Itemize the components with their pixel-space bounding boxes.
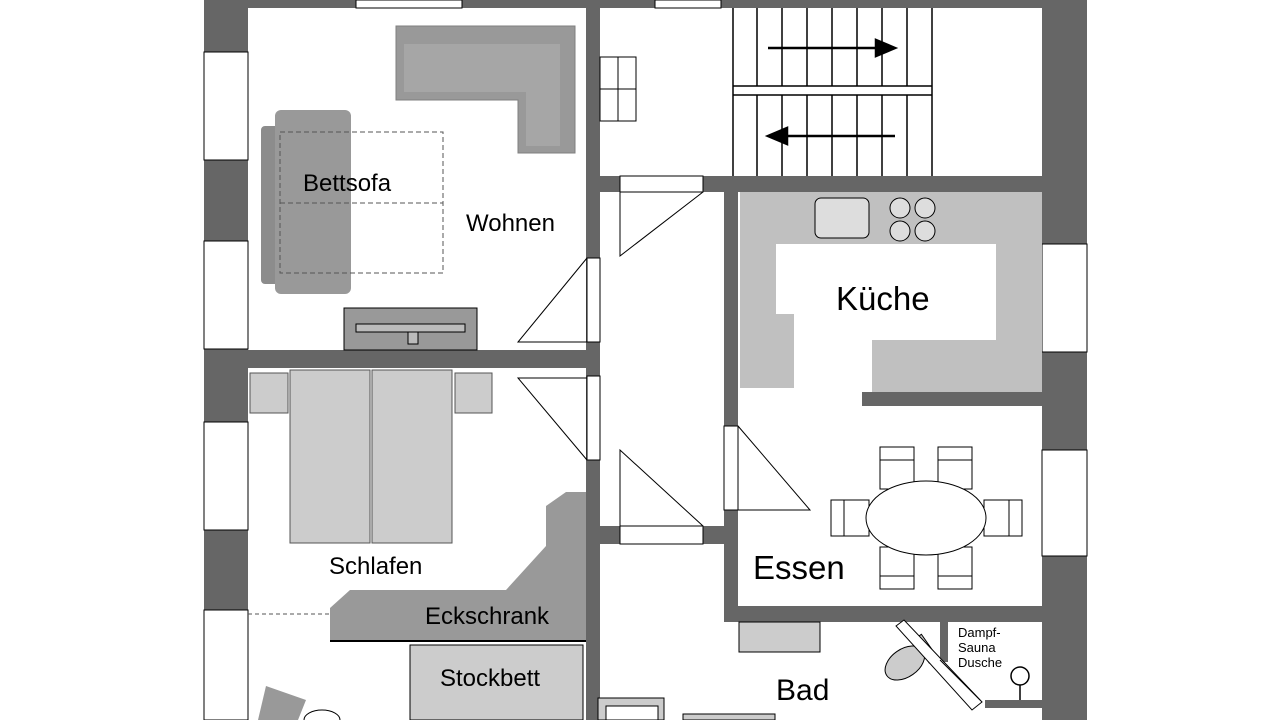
wall-outer-right bbox=[1042, 0, 1087, 720]
wall-living-bedroom bbox=[248, 350, 586, 368]
door-hall-bottom bbox=[619, 448, 704, 545]
label-steam-sauna-3: Dusche bbox=[958, 655, 1002, 670]
shower-head bbox=[1010, 666, 1030, 700]
kitchen-sink bbox=[814, 197, 870, 239]
door-hall-top bbox=[619, 175, 704, 258]
wall-kitchen-separator bbox=[862, 392, 1042, 406]
window-left-4 bbox=[203, 609, 249, 720]
label-sofa-bed: Bettsofa bbox=[303, 170, 392, 197]
tv-sideboard bbox=[343, 307, 478, 351]
label-corner-wardrobe: Eckschrank bbox=[425, 603, 550, 630]
double-bed bbox=[249, 369, 493, 544]
small-cabinet bbox=[599, 56, 637, 122]
sofa-bed bbox=[261, 110, 444, 294]
window-right-2 bbox=[1041, 449, 1088, 557]
label-kitchen: Küche bbox=[836, 280, 930, 317]
window-top-1 bbox=[355, 0, 463, 9]
door-living bbox=[516, 257, 601, 343]
corner-wardrobe bbox=[330, 492, 586, 642]
stove bbox=[889, 197, 936, 242]
label-bedroom: Schlafen bbox=[329, 553, 422, 580]
window-top-2 bbox=[654, 0, 722, 9]
label-steam-sauna-1: Dampf- bbox=[958, 625, 1001, 640]
window-left-1 bbox=[203, 51, 249, 161]
wall-top bbox=[204, 0, 1087, 8]
sauna-door bbox=[895, 619, 983, 711]
window-left-2 bbox=[203, 240, 249, 350]
door-bedroom bbox=[516, 375, 601, 461]
wall-dining-bottom bbox=[738, 606, 1042, 622]
wall-sauna-bottom bbox=[985, 700, 1042, 708]
chair-bottom-left bbox=[258, 686, 341, 720]
label-dining: Essen bbox=[753, 549, 845, 586]
kitchen-counter bbox=[740, 192, 1042, 392]
bath-fixtures-bottom bbox=[597, 697, 776, 720]
label-steam-sauna-2: Sauna bbox=[958, 640, 996, 655]
stair-arrows bbox=[764, 38, 899, 146]
label-bath: Bad bbox=[776, 674, 829, 707]
window-left-3 bbox=[203, 421, 249, 531]
window-right-1 bbox=[1041, 243, 1088, 353]
wall-hall-kitchen bbox=[724, 192, 738, 622]
label-bunk-bed: Stockbett bbox=[440, 665, 540, 692]
dining-table bbox=[830, 446, 1023, 590]
label-living: Wohnen bbox=[466, 210, 555, 237]
corner-sofa bbox=[395, 25, 576, 154]
door-dining bbox=[723, 425, 812, 511]
wall-sauna bbox=[940, 622, 948, 662]
wall-interior-vertical-left bbox=[586, 0, 600, 720]
staircase bbox=[732, 8, 933, 176]
wall-below-stairs bbox=[600, 176, 1042, 192]
bath-cabinet bbox=[738, 621, 821, 653]
bunk-bed bbox=[409, 644, 584, 720]
